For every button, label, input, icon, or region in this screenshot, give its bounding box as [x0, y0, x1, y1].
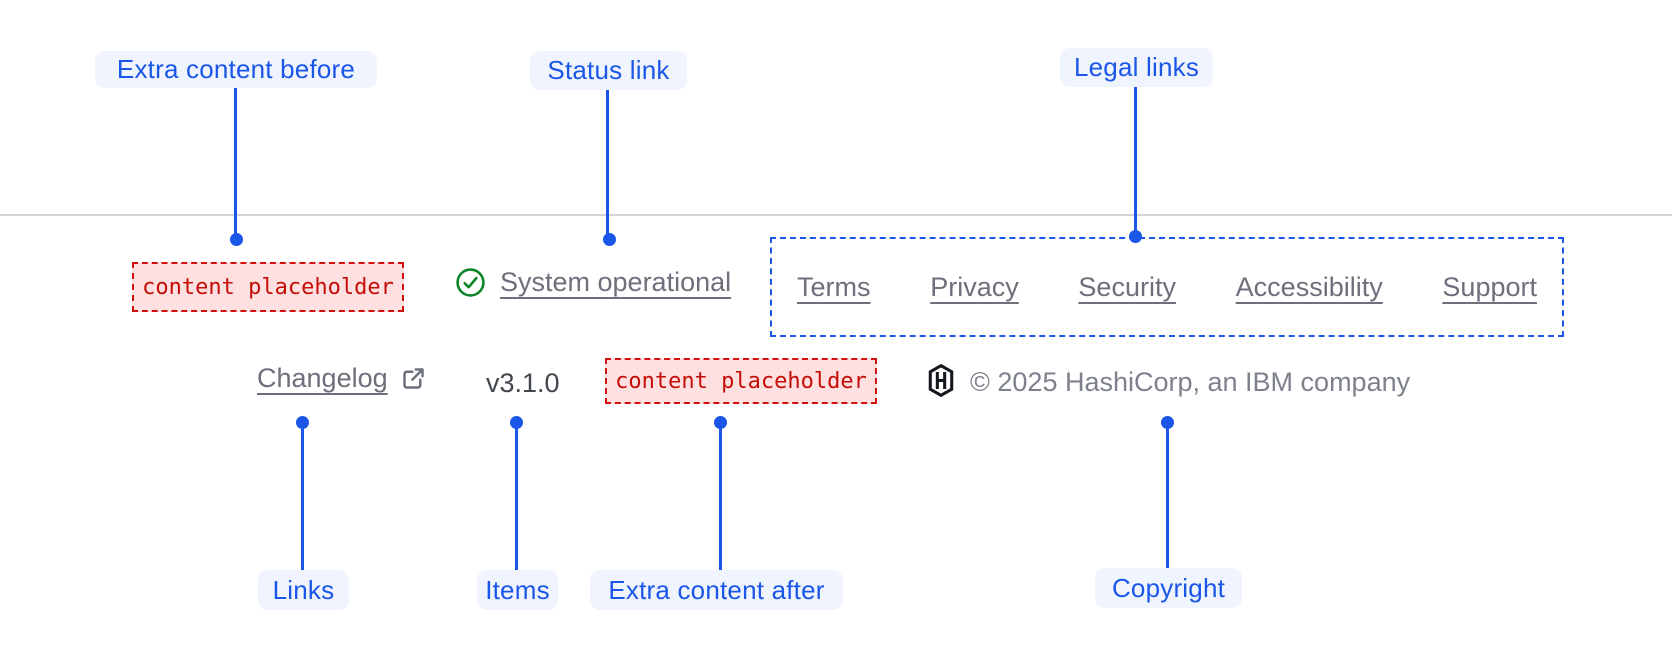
- legal-link-terms[interactable]: Terms: [797, 271, 871, 302]
- legal-link-accessibility[interactable]: Accessibility: [1235, 271, 1383, 302]
- legal-links-group: Terms Privacy Security Accessibility Sup…: [770, 237, 1564, 337]
- connector-line-copyright: [1166, 427, 1169, 568]
- placeholder-text: content placeholder: [142, 274, 394, 300]
- connector-line-legal-links: [1134, 87, 1137, 231]
- connector-line-extra-content-after: [719, 427, 722, 570]
- annotation-items: Items: [477, 570, 558, 610]
- annotation-copyright: Copyright: [1095, 568, 1242, 608]
- connector-dot-extra-content-before: [230, 233, 243, 246]
- connector-line-items: [515, 427, 518, 570]
- annotation-extra-content-after: Extra content after: [590, 570, 843, 610]
- legal-link-security[interactable]: Security: [1078, 271, 1176, 302]
- legal-link-privacy[interactable]: Privacy: [930, 271, 1019, 302]
- status-link-label[interactable]: System operational: [500, 267, 732, 297]
- connector-dot-items: [510, 416, 523, 429]
- footer-top-divider: [0, 214, 1672, 216]
- annotation-links: Links: [258, 570, 349, 610]
- annotation-extra-content-before: Extra content before: [95, 51, 377, 88]
- annotation-legal-links: Legal links: [1060, 48, 1213, 87]
- connector-dot-extra-content-after: [714, 416, 727, 429]
- extra-content-before-placeholder: content placeholder: [132, 262, 404, 312]
- connector-dot-legal-links: [1129, 230, 1142, 243]
- placeholder-text: content placeholder: [615, 368, 867, 394]
- changelog-link-label[interactable]: Changelog: [257, 363, 388, 393]
- connector-dot-links: [296, 416, 309, 429]
- connector-dot-status-link: [603, 233, 616, 246]
- status-link[interactable]: System operational: [455, 267, 731, 298]
- annotation-status-link: Status link: [530, 51, 687, 90]
- hashicorp-logo-icon: [926, 364, 956, 397]
- connector-line-status-link: [606, 90, 609, 234]
- extra-content-after-placeholder: content placeholder: [605, 358, 877, 404]
- connector-dot-copyright: [1161, 416, 1174, 429]
- copyright-text: © 2025 HashiCorp, an IBM company: [970, 367, 1411, 397]
- connector-line-extra-content-before: [234, 88, 237, 234]
- external-link-icon: [400, 365, 427, 392]
- connector-line-links: [301, 427, 304, 570]
- check-circle-icon: [455, 267, 486, 298]
- version-label: v3.1.0: [486, 368, 560, 398]
- changelog-link[interactable]: Changelog: [257, 363, 427, 394]
- legal-link-support[interactable]: Support: [1442, 271, 1537, 302]
